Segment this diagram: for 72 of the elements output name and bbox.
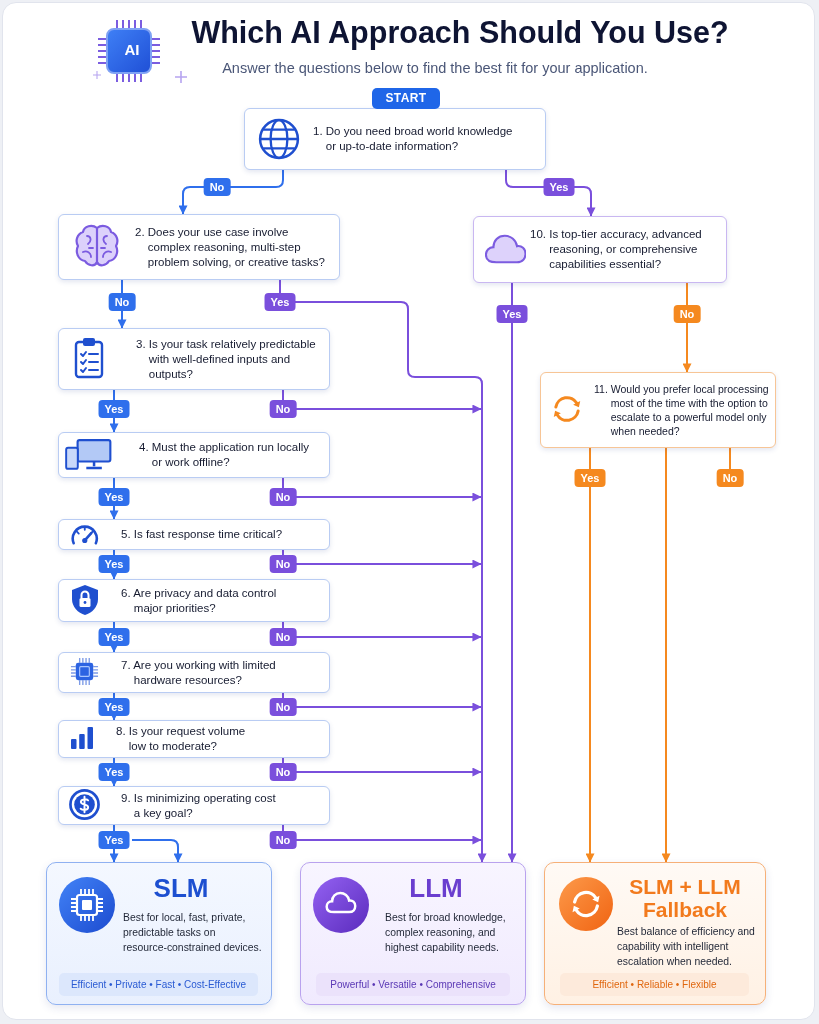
- arrow: [279, 279, 487, 863]
- feature-tags: Powerful • Versatile • Comprehensive: [316, 973, 510, 996]
- question-text: 6. Are privacy and data control major priorities?: [121, 586, 278, 616]
- arrow: [131, 839, 183, 863]
- arrow: [282, 549, 482, 569]
- question-text: 10. Is top-tier accuracy, advanced reasoning, or comprehensive capabilities essential?: [530, 227, 703, 272]
- question-text: 5. Is fast response time critical?: [121, 527, 284, 542]
- arrow: [282, 389, 482, 414]
- question-box: [58, 579, 330, 622]
- edge-label: No: [269, 555, 297, 573]
- question-box: [244, 108, 546, 170]
- edge-label: Yes: [543, 178, 575, 196]
- question-text: 4. Must the application run locally or work offline?: [139, 440, 311, 470]
- question-text: 9. Is minimizing operating cost a key goal?: [121, 791, 277, 821]
- edge-label: Yes: [98, 831, 130, 849]
- arrow: [661, 447, 671, 863]
- edge-label: Yes: [98, 628, 130, 646]
- result-title: SLM: [152, 873, 210, 903]
- arrow: [282, 477, 482, 502]
- result-title: SLM + LLM Fallback: [628, 875, 742, 921]
- edge-label: Yes: [98, 763, 130, 781]
- question-box: [58, 328, 330, 390]
- edge-label: No: [673, 305, 701, 323]
- question-box: [473, 216, 727, 283]
- edge-label: No: [716, 469, 744, 487]
- arrow: [282, 824, 482, 845]
- arrow: [585, 447, 595, 863]
- chip-label: AI: [123, 41, 141, 59]
- arrow: [507, 282, 517, 863]
- question-text: 7. Are you working with limited hardware resources?: [121, 658, 277, 688]
- edge-label: Yes: [98, 555, 130, 573]
- edge-label: No: [269, 628, 297, 646]
- edge-label: Yes: [264, 293, 296, 311]
- title: Which AI Approach Should You Use?: [190, 14, 730, 50]
- question-box: [58, 786, 330, 825]
- edge-label: No: [108, 293, 136, 311]
- result-description: Best for broad knowledge, complex reasoning, and highest capability needs.: [385, 911, 507, 955]
- edge-label: Yes: [574, 469, 606, 487]
- edge-label: Yes: [98, 400, 130, 418]
- question-text: 8. Is your request volume low to moderate?: [116, 724, 247, 754]
- result-card: [544, 862, 766, 1005]
- question-text: 3. Is your task relatively predictable with well-defined inputs and outputs?: [136, 337, 317, 382]
- question-text: 1. Do you need broad world knowledge or up-to-date information?: [313, 124, 514, 154]
- arrow: [282, 692, 482, 712]
- question-box: [58, 519, 330, 550]
- edge-label: No: [269, 698, 297, 716]
- start-tag: START: [372, 88, 440, 109]
- question-text: 2. Does your use case involve complex reasoning, multi-step problem solving, or creative tasks?: [135, 225, 326, 270]
- question-box: [58, 652, 330, 693]
- edge-label: No: [203, 178, 231, 196]
- edge-label: Yes: [98, 698, 130, 716]
- result-card: [46, 862, 272, 1005]
- question-box: [58, 214, 340, 280]
- result-description: Best balance of efficiency and capability with intelligent escalation when needed.: [617, 925, 756, 969]
- question-text: 11. Would you prefer local processing most of the time with the option to escalate to a powerful model only when needed?: [594, 382, 770, 438]
- edge-label: No: [269, 488, 297, 506]
- feature-tags: Efficient • Reliable • Flexible: [560, 973, 749, 996]
- edge-label: Yes: [496, 305, 528, 323]
- result-title: LLM: [408, 873, 464, 903]
- subtitle: Answer the questions below to find the best fit for your application.: [221, 59, 649, 77]
- edge-label: No: [269, 763, 297, 781]
- question-box: [58, 720, 330, 758]
- edge-label: No: [269, 400, 297, 418]
- arrow: [282, 621, 482, 642]
- question-box: [58, 432, 330, 478]
- arrow: [282, 757, 482, 777]
- edge-label: No: [269, 831, 297, 849]
- edge-label: Yes: [98, 488, 130, 506]
- feature-tags: Efficient • Private • Fast • Cost-Effective: [59, 973, 258, 996]
- question-box: [540, 372, 776, 448]
- result-card: [300, 862, 526, 1005]
- result-description: Best for local, fast, private, predictable tasks on resource-constrained devices.: [123, 911, 263, 955]
